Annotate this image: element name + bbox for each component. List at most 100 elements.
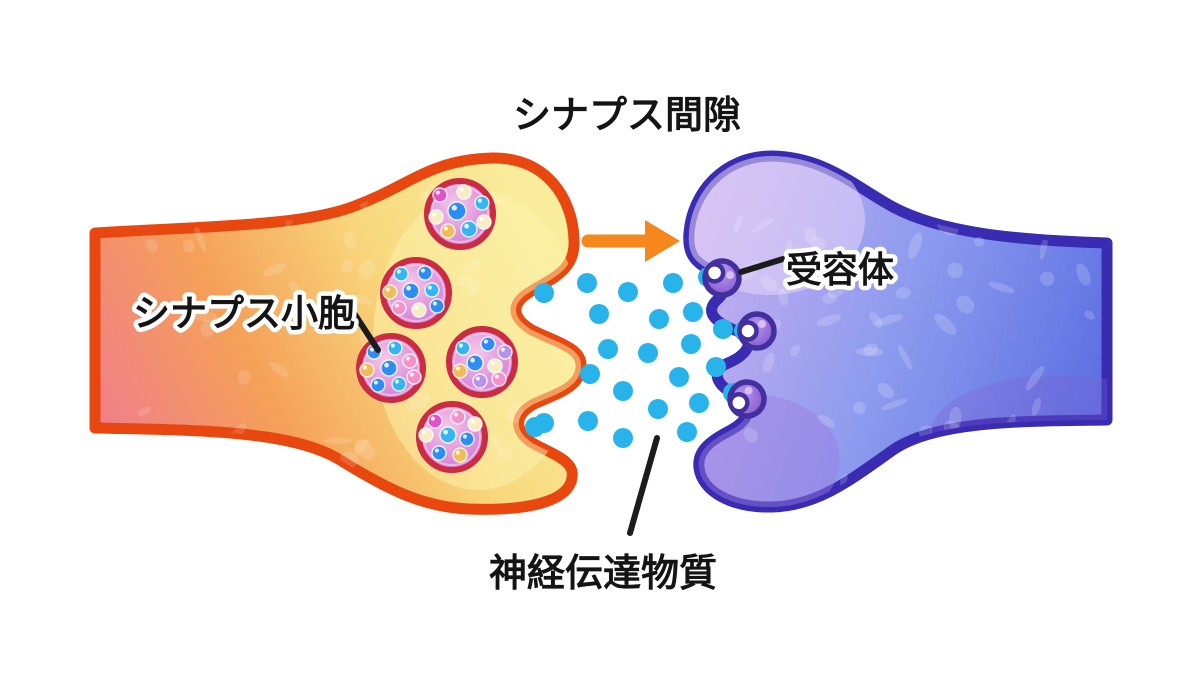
molecule-highlight <box>475 376 480 381</box>
vesicle-molecule-dot <box>467 416 483 432</box>
vesicle-molecule-dot <box>472 373 488 389</box>
molecule-highlight <box>373 380 378 385</box>
texture-speckle <box>751 218 774 233</box>
neurotransmitter-dot <box>706 357 726 377</box>
texture-speckle <box>733 215 743 233</box>
texture-speckle <box>822 293 837 304</box>
texture-speckle <box>341 258 354 273</box>
vesicle-molecule-dot <box>447 201 467 221</box>
synaptic-vesicles-group <box>356 178 518 473</box>
vesicle-molecule-dot <box>431 445 447 461</box>
receptor-label: 受容体 <box>786 249 894 290</box>
vesicle-molecule-dot <box>491 371 507 387</box>
texture-speckle <box>816 314 841 327</box>
texture-speckle <box>368 172 383 188</box>
texture-speckle <box>1039 233 1048 260</box>
texture-speckle <box>462 259 483 270</box>
vesicle-molecule-dot <box>452 363 468 379</box>
molecule-highlight <box>406 285 411 291</box>
neurotransmitter-dot <box>580 364 600 384</box>
vesicle-molecule-dot <box>429 298 445 314</box>
texture-speckle <box>877 382 894 399</box>
molecule-highlight <box>432 301 437 306</box>
receptor-highlight <box>726 271 735 280</box>
molecule-highlight <box>458 343 463 348</box>
neurotransmitter-dot <box>613 428 633 448</box>
vesicle-molecule-dot <box>406 369 422 385</box>
molecule-highlight <box>470 357 475 363</box>
neurotransmitter-dot <box>577 273 597 293</box>
receptor-binding-site <box>728 392 750 414</box>
molecule-highlight <box>409 372 414 377</box>
vesicle-molecule-dot <box>487 358 503 374</box>
texture-speckle <box>956 295 975 314</box>
neurotransmitter-dot <box>598 339 618 359</box>
molecule-highlight <box>459 187 464 192</box>
vesicle-molecule-dot <box>459 431 475 447</box>
texture-speckle <box>237 370 251 385</box>
neurotransmitter-dot <box>638 343 658 363</box>
labels-group: シナプス間隙 シナプス小胞 受容体 神経伝達物質 <box>129 91 899 600</box>
texture-speckle <box>898 345 913 370</box>
molecule-highlight <box>483 339 488 344</box>
vesicle-molecule-dot <box>382 284 398 300</box>
receptor-binding-site <box>737 320 759 342</box>
texture-speckle <box>343 230 357 250</box>
molecule-highlight <box>394 379 399 384</box>
molecule-highlight <box>405 356 410 361</box>
neurotransmitter-dot <box>534 283 554 303</box>
texture-speckle <box>901 462 914 471</box>
vesicle-molecule-dot <box>387 340 403 356</box>
molecule-highlight <box>421 430 426 435</box>
neurotransmitter-label: 神経伝達物質 <box>489 553 717 595</box>
texture-speckle <box>804 227 817 243</box>
neurotransmitter-dot <box>677 422 697 442</box>
vesicle-molecule-dot <box>428 209 444 225</box>
molecule-highlight <box>430 416 435 421</box>
texture-speckle <box>491 436 502 449</box>
molecule-highlight <box>455 366 460 371</box>
neurotransmitter-dot <box>713 319 733 339</box>
texture-speckle <box>855 347 884 357</box>
molecule-highlight <box>490 361 495 366</box>
neurotransmitter-dot <box>613 381 633 401</box>
texture-speckle <box>846 251 858 268</box>
texture-speckle <box>938 482 950 498</box>
molecule-highlight <box>394 303 399 308</box>
neurotransmitter-dot <box>525 417 545 437</box>
texture-speckle <box>895 287 911 299</box>
vesicle-molecule-dot <box>497 344 513 360</box>
texture-speckle <box>323 437 352 445</box>
molecule-highlight <box>384 362 389 368</box>
molecule-highlight <box>462 434 467 439</box>
texture-speckle <box>424 183 435 199</box>
molecule-highlight <box>396 269 401 274</box>
vesicle-molecule-dot <box>427 413 443 429</box>
vesicle-molecule-dot <box>476 214 492 230</box>
neurotransmitter-dot <box>649 309 669 329</box>
vesicle-molecule-dot <box>391 300 407 316</box>
vesicle-molecule-dot <box>440 223 456 239</box>
texture-speckle <box>988 281 1015 293</box>
texture-speckle <box>1084 310 1095 320</box>
neurotransmitter-dot <box>618 282 638 302</box>
vesicle-molecule-dot <box>480 336 496 352</box>
molecule-highlight <box>451 205 457 211</box>
texture-speckle <box>974 236 985 247</box>
vesicle-molecule-dot <box>474 195 490 211</box>
molecule-highlight <box>494 374 499 379</box>
vesicle-inner-rim <box>453 333 511 391</box>
texture-speckle <box>269 361 290 378</box>
vesicle-molecule-dot <box>393 266 409 282</box>
receptor <box>702 258 742 298</box>
texture-speckle <box>1034 482 1048 505</box>
vesicle-molecule-dot <box>380 359 398 377</box>
vesicle-molecule-dot <box>359 362 375 378</box>
texture-speckle <box>351 174 366 193</box>
neurotransmitter-dot <box>648 399 668 419</box>
neurotransmitter-pointer <box>627 435 660 536</box>
molecule-highlight <box>470 419 475 424</box>
texture-speckle <box>827 283 847 298</box>
receptor-highlight <box>758 320 766 328</box>
